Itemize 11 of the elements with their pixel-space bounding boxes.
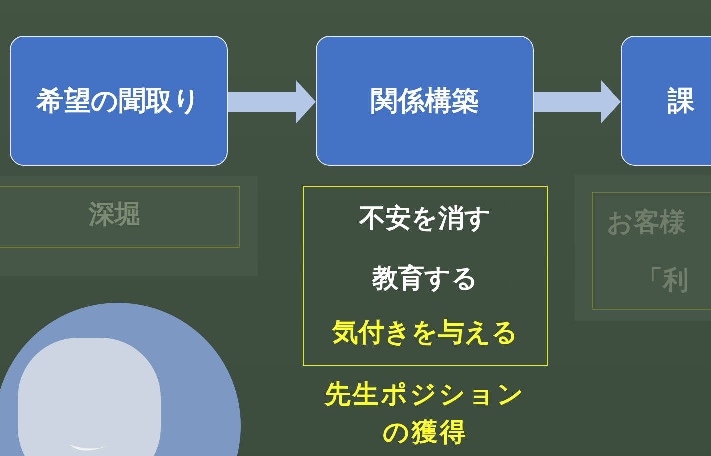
process-box: 課 [621,36,711,166]
process-box: 関係構築 [316,36,534,166]
box-text: 気付きを与える [331,317,520,350]
caption-text: 先生ポジションの獲得 [324,379,527,450]
box-text: 教育する [371,263,480,296]
arrow [534,80,621,124]
text-box [303,186,548,366]
process-box: 希望の聞取り [10,36,228,166]
box-text: 不安を消す [358,203,492,236]
text-box [0,186,240,248]
arrow [228,80,316,124]
